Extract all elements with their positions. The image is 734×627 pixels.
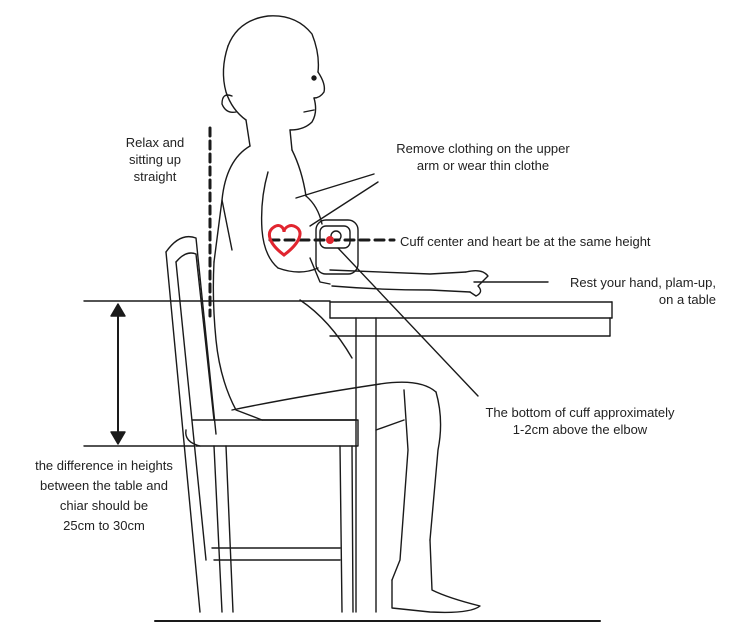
cuff-bottom-pointer (338, 248, 478, 396)
label-cuff-center: Cuff center and heart be at the same hei… (400, 233, 651, 250)
label-line: straight (110, 168, 200, 185)
label-height-diff: the difference in heights between the ta… (14, 456, 194, 536)
label-line: on a table (510, 291, 716, 308)
label-line: Rest your hand, plam-up, (510, 274, 716, 291)
chair (166, 237, 358, 612)
cuff-center-dot (326, 236, 334, 244)
label-line: between the table and (14, 476, 194, 496)
label-rest-hand: Rest your hand, plam-up, on a table (510, 274, 716, 308)
label-line: sitting up (110, 151, 200, 168)
label-line: arm or wear thin clothe (365, 157, 601, 174)
label-clothing: Remove clothing on the upper arm or wear… (365, 140, 601, 174)
label-cuff-bottom: The bottom of cuff approximately 1-2cm a… (452, 404, 708, 438)
label-line: Relax and (110, 134, 200, 151)
label-line: Remove clothing on the upper (365, 140, 601, 157)
label-relax: Relax and sitting up straight (110, 134, 200, 185)
label-line: chiar should be (14, 496, 194, 516)
label-line: 1-2cm above the elbow (452, 421, 708, 438)
height-arrow (111, 304, 125, 444)
clothing-pointer (296, 174, 378, 226)
label-line: 25cm to 30cm (14, 516, 194, 536)
label-line: The bottom of cuff approximately (452, 404, 708, 421)
label-line: the difference in heights (14, 456, 194, 476)
person (213, 16, 488, 613)
table (330, 302, 612, 612)
